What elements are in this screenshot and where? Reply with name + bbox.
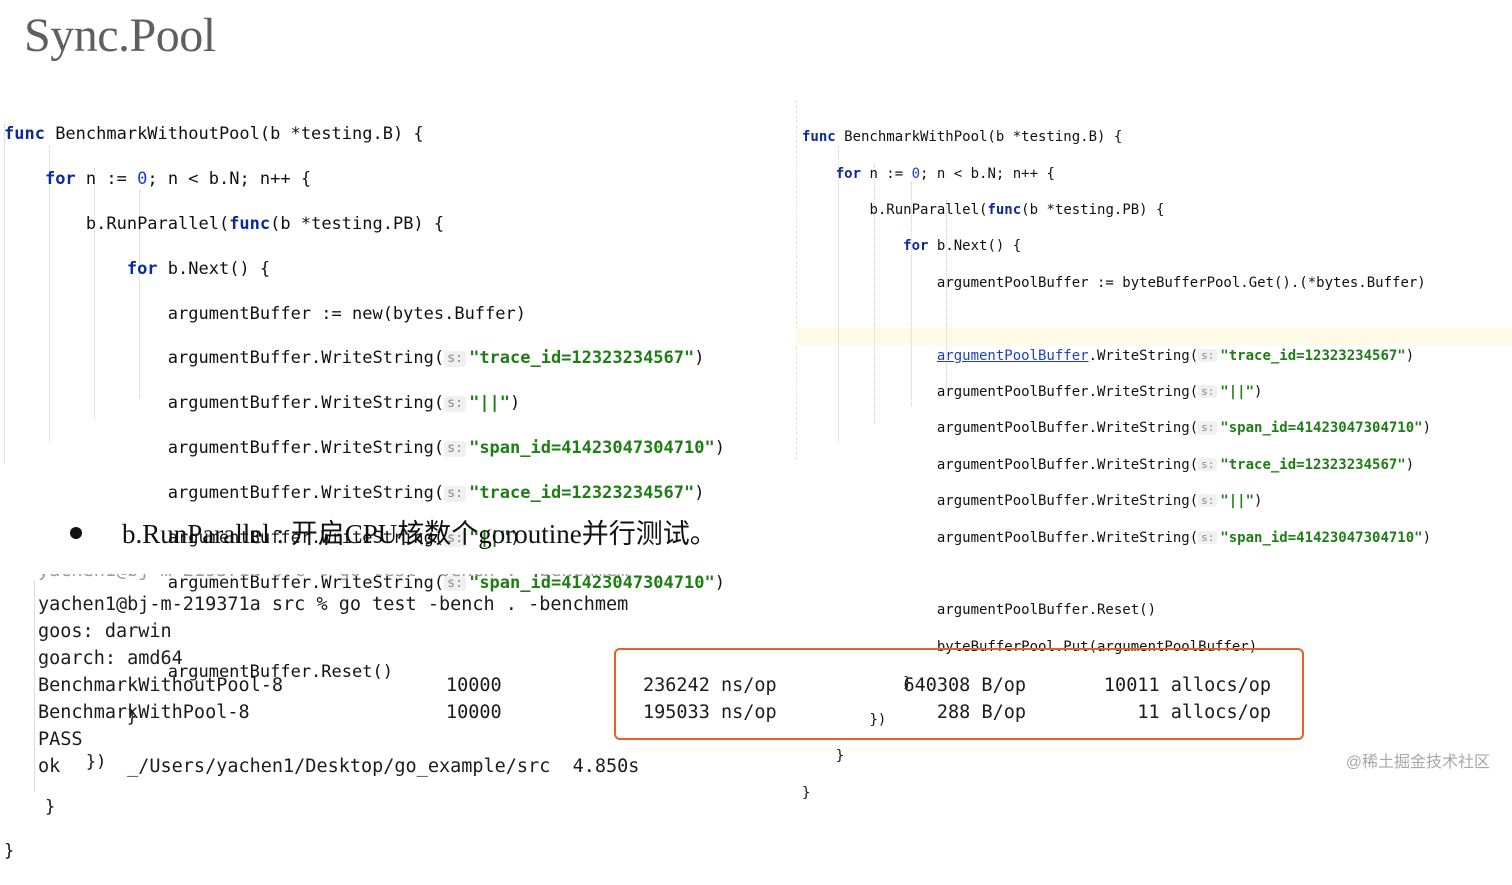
benchmark-allocs-per-op: 10011 allocs/op [1103,675,1271,696]
code-line: argumentPoolBuffer.WriteString(s:"span_i… [936,529,1432,546]
code-line: byteBufferPool.Put(argumentPoolBuffer) [936,638,1258,655]
code-line: } [4,841,15,862]
code-line: } [44,796,56,817]
code-line [802,310,1431,328]
indent-guide [838,146,839,442]
code-line: for b.Next() { [903,238,1022,255]
param-hint: s: [1198,421,1218,435]
code-line: for n := 0; n < b.N; n++ { [44,169,312,190]
code-line: b.RunParallel(func(b *testing.PB) { [869,202,1165,219]
code-without-pool: func BenchmarkWithoutPool(b *testing.B) … [4,101,725,885]
bullet-icon [70,527,82,539]
benchmark-allocs-per-op: 11 allocs/op [1137,702,1271,723]
indent-guide [874,164,875,424]
current-line-highlight [796,328,1512,345]
terminal-output: yachen1@bj-m-219371a src % go test -benc… [38,574,1338,792]
terminal-border [34,580,35,792]
param-hint: s: [444,575,467,592]
indent-guide [139,190,140,398]
bullet-text: b.RunParallel : 开启CPU核数个goroutine并行测试。 [122,519,717,549]
code-line: argumentPoolBuffer.WriteString(s:"||") [936,384,1263,401]
editor-gutter [796,100,797,460]
param-hint: s: [1198,348,1218,362]
indent-guide [49,146,50,442]
code-with-pool: func BenchmarkWithPool(b *testing.B) { f… [802,110,1431,820]
terminal-prompt: yachen1@bj-m-219371a src % go test -benc… [38,594,629,615]
param-hint: s: [1198,530,1218,544]
param-hint: s: [444,441,467,457]
indent-guide [94,168,95,420]
code-line: argumentBuffer.WriteString(s:"span_id=41… [167,438,725,459]
benchmark-iterations: 10000 [446,702,502,723]
terminal-line: PASS [38,729,83,750]
code-line: argumentBuffer.WriteString(s:"trace_id=1… [167,482,705,503]
terminal-line: goarch: amd64 [38,648,183,669]
indent-guide [946,200,947,388]
param-hint: s: [1198,494,1218,508]
benchmark-name: BenchmarkWithoutPool-8 [38,675,284,696]
param-hint: s: [1198,457,1218,471]
code-line: argumentBuffer.Reset() [167,662,393,683]
code-line: }) [85,751,107,772]
results-highlight-box [614,648,1304,740]
code-line: argumentBuffer.WriteString(s:"||") [167,393,521,414]
slide-title: Sync.Pool [24,9,216,62]
code-line: }) [869,711,887,728]
code-line: func BenchmarkWithPool(b *testing.B) { [802,129,1123,146]
code-line: } [903,675,912,692]
param-hint: s: [1198,385,1218,399]
code-line: func BenchmarkWithoutPool(b *testing.B) … [4,124,424,145]
code-line: argumentBuffer := new(bytes.Buffer) [167,303,526,324]
code-line: argumentPoolBuffer.WriteString(s:"trace_… [936,347,1415,364]
indent-guide [4,124,5,464]
code-line: for b.Next() { [126,258,271,279]
terminal-line: yachen1@bj-m-219371a src % go test -benc… [38,574,628,581]
indent-guide [911,182,912,406]
bullet-point: b.RunParallel : 开启CPU核数个goroutine并行测试。 [70,512,717,551]
code-line: argumentPoolBuffer.Reset() [936,602,1157,619]
watermark: @稀土掘金技术社区 [1345,754,1490,771]
param-hint: s: [444,530,467,547]
code-line: } [126,706,138,727]
code-line: argumentPoolBuffer.WriteString(s:"trace_… [936,456,1415,473]
code-line: argumentPoolBuffer.WriteString(s:"span_i… [936,420,1432,437]
param-hint: s: [444,351,467,368]
benchmark-ns-per-op: 236242 ns/op [643,675,777,696]
benchmark-bytes-per-op: 640308 B/op [903,675,1026,696]
code-line: } [835,748,845,765]
code-line: argumentBuffer.WriteString(s:"||") [167,527,521,548]
terminal-line: ok _/Users/yachen1/Desktop/go_example/sr… [38,756,640,777]
benchmark-name: BenchmarkWithPool-8 [38,702,250,723]
code-line: for n := 0; n < b.N; n++ { [835,165,1055,182]
code-line: argumentPoolBuffer.WriteString(s:"||") [936,493,1263,510]
param-hint: s: [444,396,467,413]
benchmark-ns-per-op: 195033 ns/op [643,702,777,723]
code-line: argumentPoolBuffer := byteBufferPool.Get… [936,274,1426,291]
terminal-line: goos: darwin [38,621,172,642]
param-hint: s: [444,485,467,502]
code-line: b.RunParallel(func(b *testing.PB) { [85,214,445,235]
benchmark-bytes-per-op: 288 B/op [936,702,1026,723]
benchmark-iterations: 10000 [446,675,502,696]
code-line: argumentBuffer.WriteString(s:"span_id=41… [167,572,725,593]
code-line: argumentBuffer.WriteString(s:"trace_id=1… [167,348,705,369]
variable-link[interactable]: argumentPoolBuffer [936,347,1089,364]
